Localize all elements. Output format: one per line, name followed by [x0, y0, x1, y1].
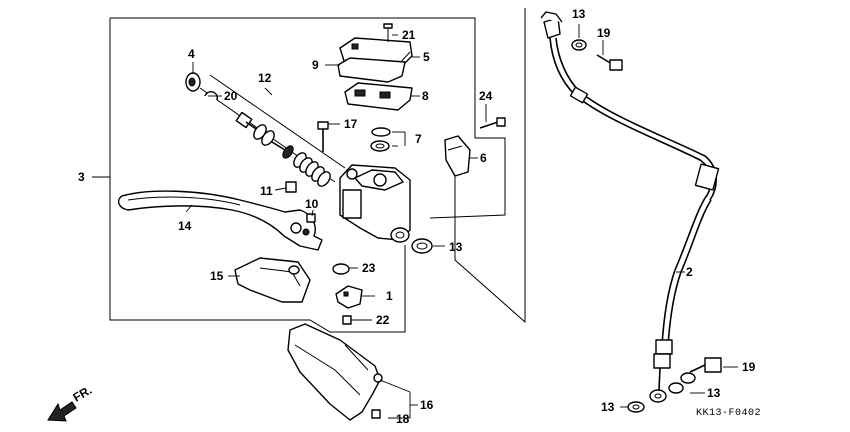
label-7: 7 — [415, 132, 422, 146]
bolt-17 — [317, 121, 329, 152]
label-5: 5 — [423, 50, 430, 64]
label-12: 12 — [258, 71, 272, 85]
master-cylinder-body — [339, 164, 411, 243]
boot-and-circlip — [185, 72, 219, 101]
small-parts-10-11 — [285, 181, 316, 223]
label-19-lower: 19 — [742, 360, 756, 374]
assembly-frame — [92, 17, 506, 333]
hand-guard — [287, 323, 383, 421]
label-13-body: 13 — [449, 240, 463, 254]
label-3: 3 — [78, 170, 85, 184]
label-15: 15 — [210, 269, 224, 283]
holder — [444, 135, 471, 177]
label-18: 18 — [396, 412, 410, 426]
piston-set — [199, 74, 346, 187]
label-21: 21 — [402, 28, 416, 42]
reservoir-parts — [337, 23, 413, 111]
label-17: 17 — [344, 117, 358, 131]
label-10: 10 — [305, 197, 319, 211]
label-4: 4 — [188, 47, 195, 61]
label-13-lower-left: 13 — [601, 400, 615, 414]
label-16: 16 — [420, 398, 434, 412]
washer-13-body — [411, 238, 433, 254]
label-14: 14 — [178, 219, 192, 233]
label-13-lower-right: 13 — [707, 386, 721, 400]
label-11: 11 — [260, 184, 273, 198]
brake-lever — [117, 190, 323, 251]
diagram-code: KK13-F0402 — [696, 408, 761, 419]
leader-lines — [185, 24, 738, 419]
label-9: 9 — [312, 58, 319, 72]
hose-frame-line — [454, 8, 526, 324]
label-24: 24 — [479, 89, 493, 103]
upper-banjo-parts — [571, 39, 623, 71]
bolt-24 — [479, 117, 506, 129]
label-2: 2 — [686, 265, 693, 279]
part-number-labels: 1 2 3 4 5 6 7 8 9 10 11 12 13 13 13 13 1… — [78, 7, 756, 426]
front-direction-arrow: FR. — [47, 383, 95, 422]
label-22: 22 — [376, 313, 390, 327]
label-20: 20 — [224, 89, 238, 103]
label-19-upper: 19 — [597, 26, 611, 40]
label-13-upper: 13 — [572, 7, 586, 21]
brake-hose — [540, 11, 720, 403]
label-6: 6 — [480, 151, 487, 165]
switch-parts — [234, 257, 363, 325]
washer-seal — [370, 127, 391, 152]
direction-label: FR. — [71, 383, 95, 405]
label-23: 23 — [362, 261, 376, 275]
label-8: 8 — [422, 89, 429, 103]
label-1: 1 — [386, 289, 393, 303]
lower-banjo-parts — [627, 357, 722, 413]
